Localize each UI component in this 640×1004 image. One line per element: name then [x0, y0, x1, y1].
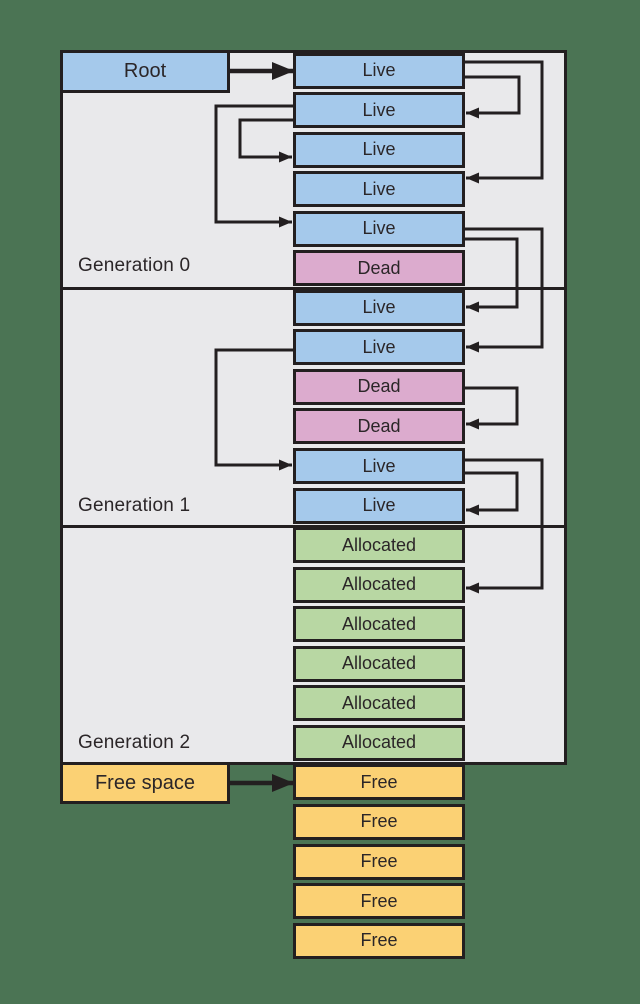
memory-block-label: Allocated [341, 534, 417, 555]
memory-block-live: Live [293, 329, 465, 366]
memory-block-label: Dead [357, 415, 401, 436]
memory-block-label: Live [362, 139, 396, 160]
free-space-box: Free space [60, 762, 230, 804]
memory-block-label: Live [362, 99, 396, 120]
memory-block-label: Allocated [341, 574, 417, 595]
memory-block-free: Free [293, 883, 465, 920]
memory-block-free: Free [293, 803, 465, 840]
generation-0-label: Generation 0 [78, 255, 191, 276]
generation-divider-1-2 [60, 524, 567, 528]
live-1-to-live-2-arrow [463, 75, 521, 119]
memory-block-label: Live [362, 336, 396, 357]
memory-block-live: Live [293, 131, 465, 168]
memory-block-live: Live [293, 92, 465, 129]
dead-2-to-dead-3-arrow [463, 386, 519, 430]
live-9-to-allocated-2-arrow [463, 458, 544, 594]
memory-block-allocated: Allocated [293, 606, 465, 643]
live-2-to-live-5-arrow [214, 104, 294, 228]
memory-block-free: Free [293, 843, 465, 880]
memory-block-live: Live [293, 52, 465, 89]
memory-block-label: Free [360, 890, 398, 911]
memory-block-allocated: Allocated [293, 685, 465, 722]
memory-block-label: Allocated [341, 692, 417, 713]
memory-block-label: Free [360, 811, 398, 832]
generation-divider-0-1 [60, 287, 567, 290]
memory-block-label: Allocated [341, 653, 417, 674]
root-box-label: Root [123, 60, 167, 82]
live-8-to-live-9-arrow [214, 348, 294, 471]
memory-block-label: Dead [357, 257, 401, 278]
memory-block-label: Live [362, 178, 396, 199]
memory-block-label: Free [360, 771, 398, 792]
memory-block-dead: Dead [293, 250, 465, 287]
memory-block-dead: Dead [293, 368, 465, 405]
memory-block-label: Live [362, 297, 396, 318]
memory-block-allocated: Allocated [293, 566, 465, 603]
memory-block-allocated: Allocated [293, 527, 465, 564]
memory-block-label: Dead [357, 376, 401, 397]
live-5-to-live-7-arrow [463, 237, 519, 313]
memory-block-label: Live [362, 218, 396, 239]
memory-block-label: Live [362, 455, 396, 476]
memory-block-live: Live [293, 171, 465, 208]
memory-block-live: Live [293, 210, 465, 247]
memory-block-label: Free [360, 851, 398, 871]
free-space-box-label: Free space [94, 771, 196, 794]
memory-block-label: Allocated [341, 732, 417, 753]
live-5-to-live-8-arrow [463, 227, 544, 353]
live-9-to-live-10-arrow [463, 471, 519, 516]
memory-block-live: Live [293, 487, 465, 524]
memory-block-free: Free [293, 764, 465, 801]
live-2-to-live-3-arrow [238, 118, 294, 163]
memory-block-live: Live [293, 448, 465, 484]
memory-block-label: Live [362, 495, 396, 516]
memory-block-free: Free [293, 922, 465, 959]
generation-2-label: Generation 2 [78, 732, 191, 753]
memory-block-dead: Dead [293, 408, 465, 445]
generation-1-label: Generation 1 [78, 495, 191, 516]
memory-block-allocated: Allocated [293, 724, 465, 761]
memory-block-label: Free [360, 930, 398, 951]
memory-block-allocated: Allocated [293, 645, 465, 682]
memory-block-label: Live [362, 60, 396, 80]
memory-block-label: Allocated [341, 613, 417, 634]
live-1-to-live-4-arrow [463, 60, 544, 184]
root-box: Root [60, 50, 230, 93]
memory-block-live: Live [293, 289, 465, 326]
